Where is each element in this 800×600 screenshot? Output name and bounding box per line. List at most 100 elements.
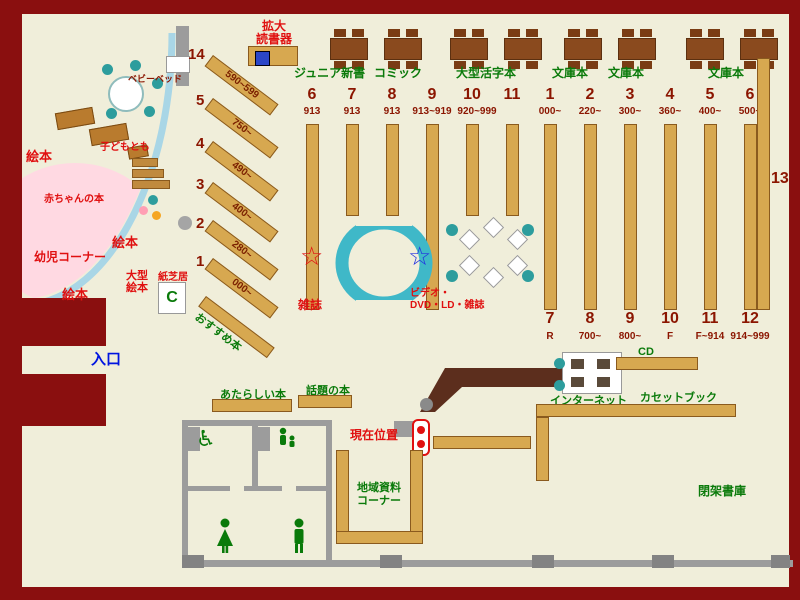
seat-diamond xyxy=(482,216,505,239)
shelf-number: 9 xyxy=(427,86,437,103)
new-books-shelf xyxy=(212,399,292,412)
local-corner-label-2: コーナー xyxy=(357,495,401,507)
reading-table xyxy=(330,29,368,69)
kids-chair xyxy=(130,60,141,71)
internet-desk xyxy=(562,352,622,394)
local-corner-shelf xyxy=(336,531,423,544)
children-corner-curve xyxy=(22,32,176,309)
shelf-number: 1 xyxy=(196,253,205,270)
shelf-number: 5 xyxy=(705,86,715,103)
topic-books-shelf xyxy=(298,395,352,408)
baby-changing-icon xyxy=(279,427,295,447)
shelf-range: 220~ xyxy=(578,106,602,117)
kids-stool-pink xyxy=(139,206,148,215)
av-label-1: ビデオ・ xyxy=(410,288,450,299)
reading-table xyxy=(618,29,656,69)
baby-books-label: 赤ちゃんの本 xyxy=(44,194,104,205)
shelf-number: 11 xyxy=(701,310,719,327)
bookshelf-column xyxy=(306,124,319,310)
shelf-range: 300~ xyxy=(618,106,642,117)
shelf-range: 360~ xyxy=(658,106,682,117)
outer-wall-top xyxy=(0,0,800,14)
kids-round-table xyxy=(108,76,144,112)
shelf-number: 14 xyxy=(188,46,205,63)
bookshelf-column xyxy=(744,124,757,310)
magnifier-label-1: 拡大 xyxy=(261,19,286,33)
kids-stool-teal xyxy=(148,195,158,205)
local-corner-shelf xyxy=(410,450,423,544)
star-marker-blue: ☆ xyxy=(408,241,432,271)
shelf-range: 800~ xyxy=(618,331,642,342)
cd-shelf xyxy=(616,357,698,370)
kids-chair xyxy=(144,106,155,117)
av-shelf-long xyxy=(536,404,736,417)
shelf-range: 914~999 xyxy=(730,331,770,342)
av-label-2: DVD・LD・雑誌 xyxy=(410,300,485,311)
bookshelf-column xyxy=(346,124,359,216)
service-counter xyxy=(420,368,572,412)
shelf-number: 2 xyxy=(585,86,595,103)
kids-chair xyxy=(106,108,117,119)
curved-window-wall xyxy=(22,32,176,309)
shelf-number: 5 xyxy=(196,92,205,109)
bookshelf-column xyxy=(704,124,717,310)
shelf-number-13: 13 xyxy=(771,170,789,187)
shelf-range: 913 xyxy=(383,106,401,117)
shelf-range: 500~ xyxy=(738,106,762,117)
bookshelf-column xyxy=(386,124,399,216)
shelf-number: 6 xyxy=(307,86,317,103)
shelf-range: 920~999 xyxy=(457,106,497,117)
baby-bed xyxy=(166,56,190,73)
kids-stool-orange xyxy=(152,211,161,220)
shelf-number: 1 xyxy=(545,86,555,103)
shelf-range: 000~ xyxy=(538,106,562,117)
shelf-number: 10 xyxy=(661,310,679,327)
bookshelf-column xyxy=(624,124,637,310)
magazine-rack-arcs xyxy=(335,216,433,316)
restroom-fixture xyxy=(186,427,200,451)
shelf-range: 913 xyxy=(343,106,361,117)
restroom-wall xyxy=(182,486,230,491)
shelf-number: 8 xyxy=(387,86,397,103)
seat-round xyxy=(522,224,534,236)
picture-books-label: 絵本 xyxy=(112,235,139,250)
bookshelf-column xyxy=(506,124,519,216)
bookshelf-column xyxy=(544,124,557,310)
category-large-print: 大型活字本 xyxy=(456,66,517,80)
outer-wall-right xyxy=(789,0,800,600)
reading-table xyxy=(504,29,542,69)
wheelchair-accessible-icon: ♿ xyxy=(196,426,216,451)
bookshelf-column xyxy=(466,124,479,216)
seat-round xyxy=(446,270,458,282)
internet-chair xyxy=(554,358,565,369)
restroom-wall xyxy=(296,486,332,491)
kamishibai-stage-mark: C xyxy=(166,289,178,306)
kodomotomo-label: 子どもとも xyxy=(100,142,150,153)
shelf-number: 4 xyxy=(196,135,205,152)
seat-diamond xyxy=(458,228,481,251)
kids-steps xyxy=(132,158,158,167)
seat-round xyxy=(446,224,458,236)
local-corner-shelf xyxy=(336,450,349,544)
shelf-range: 700~ xyxy=(578,331,602,342)
pillar xyxy=(771,555,790,568)
av-shelf-vertical xyxy=(536,417,549,481)
shelf-number: 6 xyxy=(745,86,755,103)
reading-table xyxy=(450,29,488,69)
entrance-wall-upper xyxy=(22,298,106,346)
reading-table xyxy=(384,29,422,69)
low-shelf xyxy=(433,436,531,449)
current-position-label: 現在位置 xyxy=(350,428,399,442)
pillar xyxy=(182,555,204,568)
womens-restroom-icon xyxy=(217,518,233,553)
star-marker-red: ☆ xyxy=(300,241,324,271)
category-bunko: 文庫本 xyxy=(608,66,645,80)
kamishibai-stage: C xyxy=(158,282,186,314)
restroom-wall xyxy=(244,486,282,491)
picture-books-label: 絵本 xyxy=(62,287,89,302)
restroom-wall xyxy=(252,420,258,490)
mens-restroom-icon xyxy=(294,518,304,553)
shelf-range: F~914 xyxy=(695,331,725,342)
cd-label: CD xyxy=(638,346,654,358)
outer-wall-bottom xyxy=(0,587,800,600)
